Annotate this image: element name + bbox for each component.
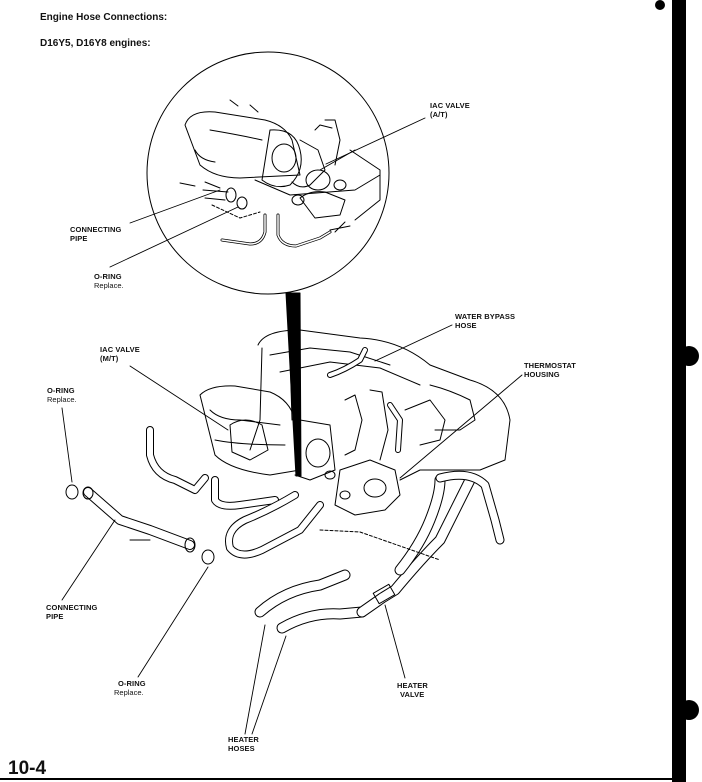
o-ring-left-label: O-RING	[47, 386, 75, 395]
o-ring-bottom-note: Replace.	[114, 688, 144, 697]
main-engine-drawing	[65, 329, 511, 634]
iac-valve-mt-label: IAC VALVE	[100, 345, 140, 354]
o-ring-top-label: O-RING	[94, 272, 122, 281]
heater-valve-label-line1: HEATER	[397, 681, 428, 690]
detail-intake-manifold-drawing	[179, 99, 381, 248]
thermostat-housing-label-line2: HOUSING	[524, 370, 560, 379]
iac-valve-at-label: IAC VALVE	[430, 101, 470, 110]
water-bypass-hose-label-line2: HOSE	[455, 321, 477, 330]
heater-valve-label-line2: VALVE	[400, 690, 425, 699]
page-heading: Engine Hose Connections:	[40, 12, 168, 23]
o-ring-left-note: Replace.	[47, 395, 77, 404]
connecting-pipe-top-label-line2: PIPE	[70, 234, 88, 243]
heater-hoses-label-line1: HEATER	[228, 735, 259, 744]
callout-leader-lines	[61, 117, 523, 735]
page-number: 10-4	[8, 758, 47, 779]
magnifier-pointer	[285, 292, 302, 477]
o-ring-bottom-label: O-RING	[118, 679, 146, 688]
thermostat-housing-label-line1: THERMOSTAT	[524, 361, 576, 370]
iac-valve-mt-detail: (M/T)	[100, 354, 119, 363]
o-ring-left-part	[65, 484, 79, 500]
heater-hoses-label-line2: HOSES	[228, 744, 255, 753]
detail-magnifier-circle	[146, 51, 390, 295]
page-subheading: D16Y5, D16Y8 engines:	[40, 38, 151, 49]
connecting-pipe-bottom-label-line2: PIPE	[46, 612, 64, 621]
iac-valve-at-detail: (A/T)	[430, 110, 448, 119]
heater-valve-part	[372, 583, 396, 605]
footer-rule	[0, 778, 680, 780]
binder-margin	[655, 0, 699, 782]
o-ring-bottom-part	[201, 549, 215, 565]
o-ring-top-note: Replace.	[94, 281, 124, 290]
water-bypass-hose-label-line1: WATER BYPASS	[455, 312, 516, 321]
connecting-pipe-top-label-line1: CONNECTING	[70, 225, 122, 234]
connecting-pipe-bottom-label-line1: CONNECTING	[46, 603, 98, 612]
